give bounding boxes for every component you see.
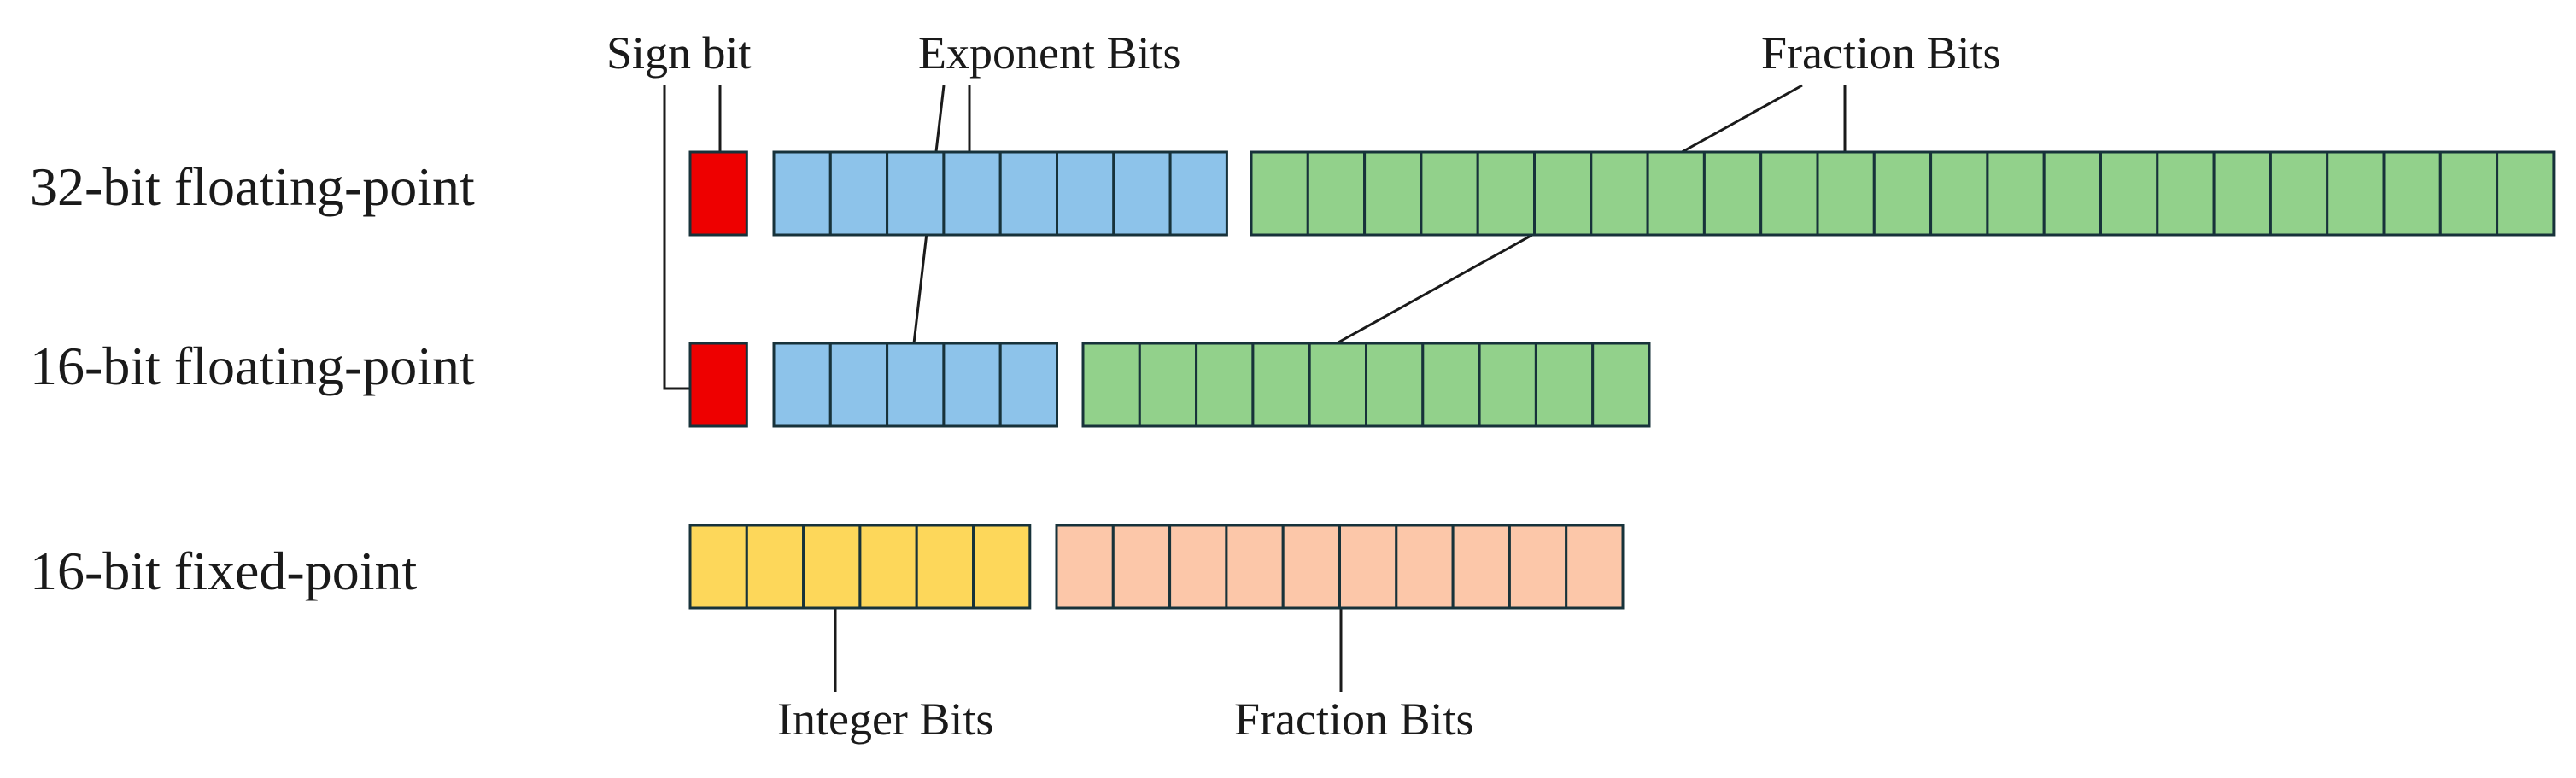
fp16-fraction-bit	[1195, 342, 1255, 428]
fixed16-integer-bit	[915, 524, 975, 610]
fp32-exponent-bit	[772, 150, 832, 237]
fixed16-fraction-bit	[1111, 524, 1172, 610]
fp16-exponent-bit	[828, 342, 889, 428]
fp32-fraction-bit	[2099, 150, 2159, 237]
fixed16-fraction-bit	[1225, 524, 1285, 610]
fp32-fraction-bit	[2326, 150, 2386, 237]
exponent-bits-label: Exponent Bits	[918, 27, 1181, 79]
fp32-fraction-bit	[2382, 150, 2442, 237]
fp32-exponent-bit	[1056, 150, 1115, 237]
fixed16-integer-bit	[972, 524, 1032, 610]
fixed16-integer-bit	[688, 524, 748, 610]
fp16-fraction-bit	[1478, 342, 1537, 428]
fixed16-fraction-bit	[1451, 524, 1511, 610]
integer-bits-label: Integer Bits	[777, 693, 993, 745]
fixed16-fraction-bit	[1338, 524, 1398, 610]
fp32-fraction-bit	[1929, 150, 1989, 237]
fp32-exponent-bit	[942, 150, 1002, 237]
fp32-fraction-bit	[1872, 150, 1933, 237]
fp16-fraction-bit	[1421, 342, 1481, 428]
fp16-fraction-bit	[1138, 342, 1198, 428]
fp32-fraction-bit	[1759, 150, 1819, 237]
fp32-fraction-bit	[1702, 150, 1763, 237]
fixed16-integer-bit	[745, 524, 805, 610]
fp32-fraction-bit	[1250, 150, 1309, 237]
fixed16-integer-bit	[802, 524, 862, 610]
fp32-fraction-bit	[1306, 150, 1367, 237]
fp16-exponent-bit	[998, 342, 1058, 428]
fp16-sign-bit	[688, 342, 748, 428]
fp32-fraction-bit	[1533, 150, 1593, 237]
fp32-sign-bit	[688, 150, 748, 237]
fp16-exponent-bit	[772, 342, 832, 428]
fp32-fraction-bit	[2042, 150, 2102, 237]
fp32-fraction-bit	[1986, 150, 2046, 237]
sign-bit-label: Sign bit	[606, 27, 752, 79]
row-label-fp32: 32-bit floating-point	[30, 156, 475, 217]
fixed16-fraction-bit	[1055, 524, 1115, 610]
fixed16-fraction-bit	[1395, 524, 1455, 610]
fp32-exponent-bit	[998, 150, 1058, 237]
fp16-fraction-bit	[1365, 342, 1425, 428]
fp16-fraction-bit	[1251, 342, 1311, 428]
fp32-fraction-bit	[2212, 150, 2272, 237]
fixed16-fraction-bit	[1565, 524, 1625, 610]
fp32-fraction-bit	[2269, 150, 2329, 237]
sign-bit-leader-to-fp16	[663, 85, 690, 390]
fp16-fraction-bit	[1534, 342, 1595, 428]
fp16-fraction-bit	[1591, 342, 1651, 428]
fp32-exponent-bit	[828, 150, 889, 237]
row-label-fixed16: 16-bit fixed-point	[30, 541, 417, 601]
fp32-fraction-bit	[1590, 150, 1649, 237]
fp32-exponent-bit	[886, 150, 946, 237]
bit-cells	[688, 150, 2556, 610]
fp32-exponent-bit	[1168, 150, 1228, 237]
fp32-fraction-bit	[2496, 150, 2556, 237]
fp32-fraction-bit	[1816, 150, 1876, 237]
fp32-fraction-bit	[2438, 150, 2499, 237]
fixed16-fraction-bit	[1508, 524, 1568, 610]
fp16-exponent-bit	[942, 342, 1002, 428]
fp32-fraction-bit	[1363, 150, 1423, 237]
row-label-fp16: 16-bit floating-point	[30, 336, 475, 396]
fixed16-fraction-bit	[1168, 524, 1228, 610]
fp32-fraction-bit	[1646, 150, 1706, 237]
fp16-fraction-bit	[1081, 342, 1141, 428]
fraction-bits-label-bottom: Fraction Bits	[1234, 693, 1474, 745]
fp32-fraction-bit	[2156, 150, 2216, 237]
fixed16-integer-bit	[858, 524, 918, 610]
fp16-fraction-bit	[1308, 342, 1367, 428]
fp32-fraction-bit	[1476, 150, 1536, 237]
fraction-bits-label-top: Fraction Bits	[1761, 27, 2001, 79]
fp32-fraction-bit	[1420, 150, 1479, 237]
fp16-exponent-bit	[886, 342, 946, 428]
fp32-exponent-bit	[1112, 150, 1172, 237]
fixed16-fraction-bit	[1281, 524, 1341, 610]
